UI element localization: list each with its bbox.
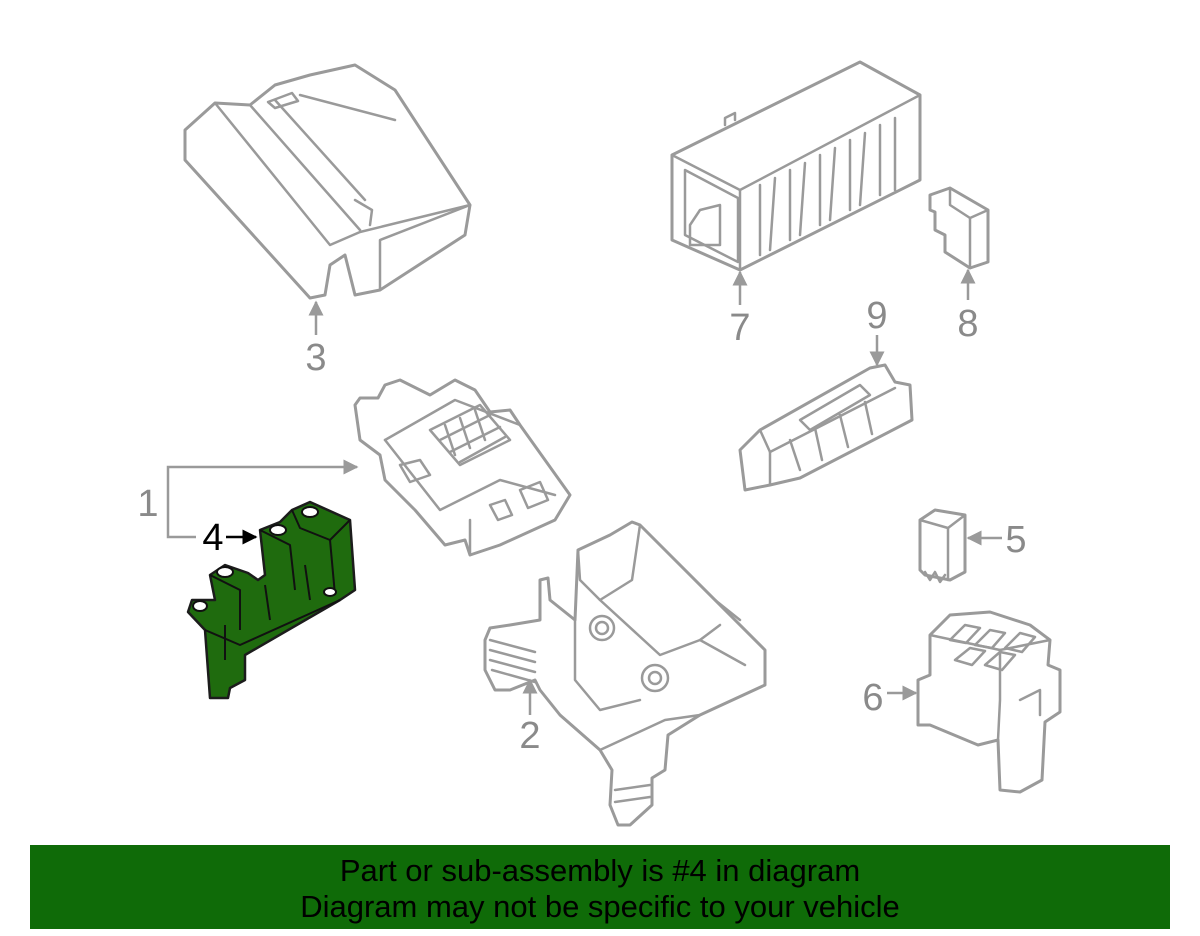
callout-2: 2	[519, 715, 540, 757]
info-banner: Part or sub-assembly is #4 in diagram Di…	[30, 845, 1170, 929]
callout-9: 9	[866, 295, 887, 337]
callout-7: 7	[729, 307, 750, 349]
part-9-fuse-strip[interactable]	[738, 363, 914, 492]
callout-6: 6	[862, 677, 883, 719]
part-7-fuse-block[interactable]	[670, 60, 922, 272]
part-3-cover[interactable]	[183, 63, 472, 300]
callout-8: 8	[957, 303, 978, 345]
banner-line-1: Part or sub-assembly is #4 in diagram	[339, 853, 861, 888]
callout-5: 5	[1005, 519, 1026, 561]
leader-lines	[166, 268, 1002, 715]
callout-3: 3	[305, 337, 326, 379]
banner-line-2: Diagram may not be specific to your vehi…	[300, 889, 900, 924]
parts-diagram: 3 7 8 9 1 4 2 5 6	[137, 60, 1062, 827]
part-1-fuse-box[interactable]	[353, 378, 572, 557]
part-4-bracket-highlighted[interactable]	[186, 500, 357, 700]
part-8-relay[interactable]	[928, 186, 990, 270]
part-6-connector[interactable]	[916, 610, 1062, 794]
part-5-relay[interactable]	[918, 508, 967, 584]
callout-1: 1	[137, 483, 158, 525]
callout-4: 4	[202, 517, 223, 559]
part-2-housing[interactable]	[483, 520, 767, 827]
